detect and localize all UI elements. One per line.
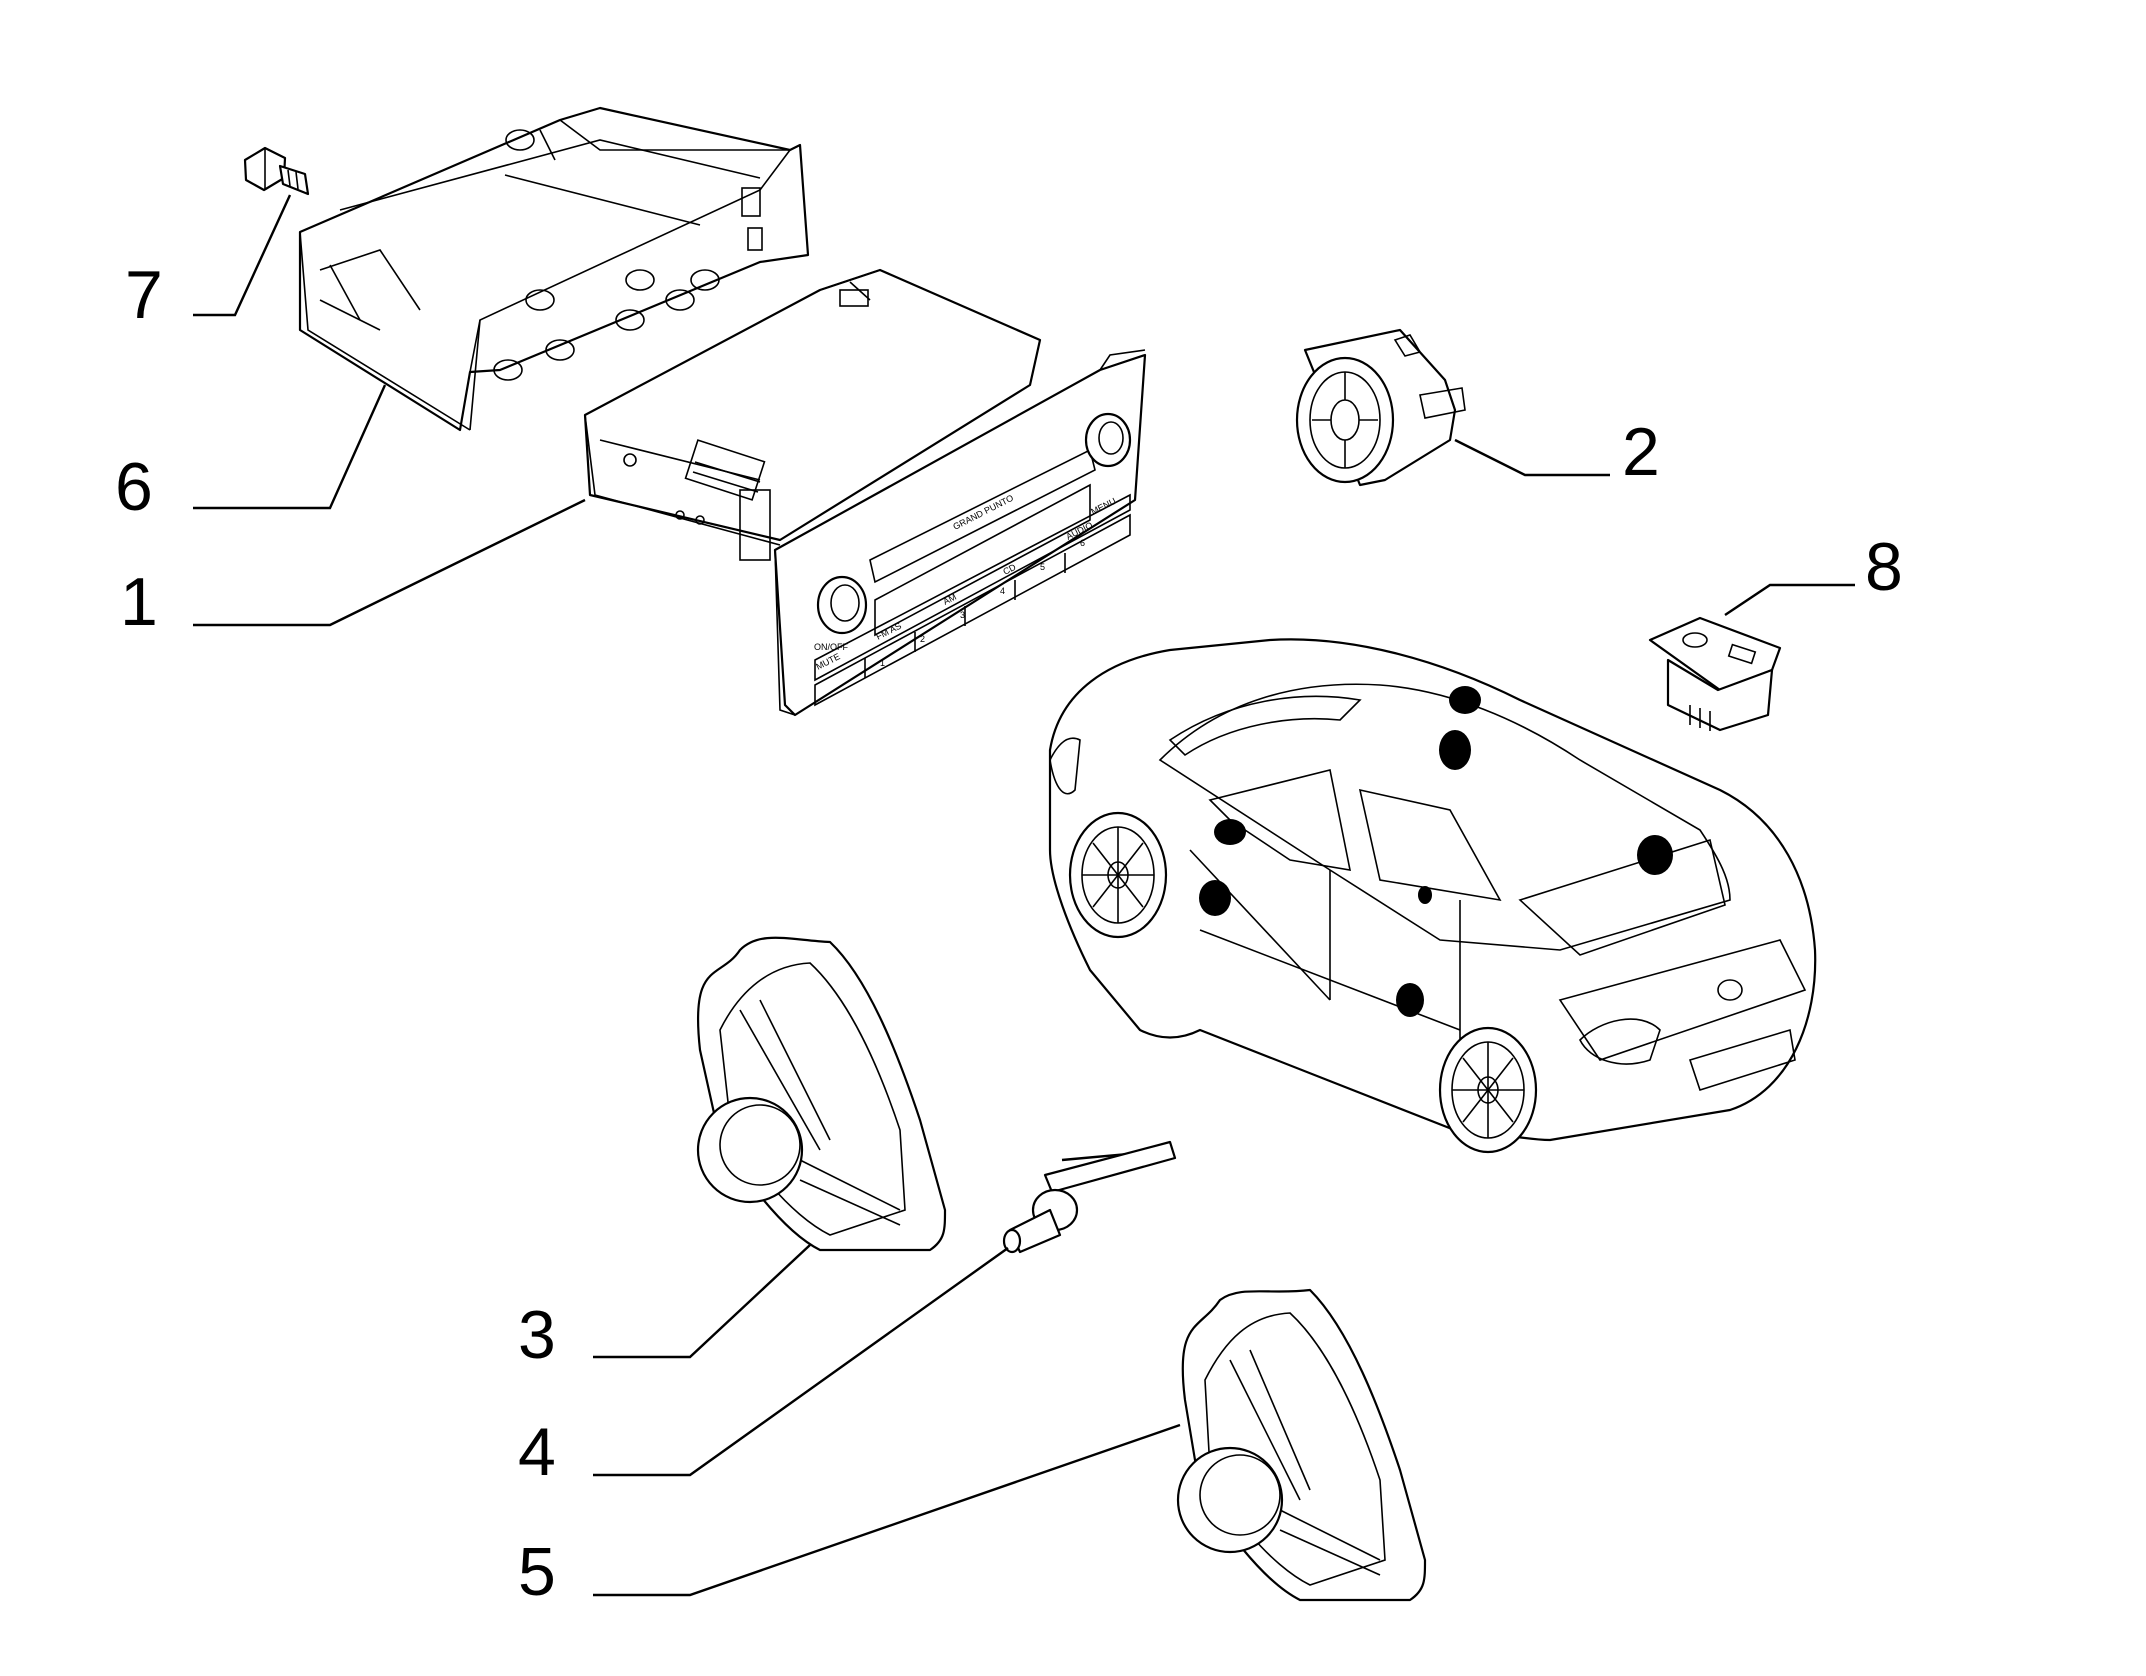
callout-3: 3 — [518, 1297, 556, 1373]
preset-3-label: 3 — [960, 610, 965, 620]
preset-4-label: 4 — [1000, 586, 1005, 596]
speaker-location-markers — [1199, 686, 1673, 1017]
car-radio-unit: GRAND PUNTO ON/OFF MUTE FM AS AM CD AUDI… — [583, 268, 1147, 717]
front-wheel — [1068, 811, 1168, 939]
rear-wheel — [1438, 1026, 1538, 1154]
callout-1: 1 — [120, 564, 158, 640]
preset-2-label: 2 — [920, 634, 925, 644]
rear-door-speaker — [1176, 1288, 1427, 1602]
preset-1-label: 1 — [880, 658, 885, 668]
callout-2: 2 — [1622, 414, 1660, 490]
radio-preset-labels: 1 2 3 4 5 6 — [880, 538, 1085, 668]
radio-vent-grille — [684, 439, 766, 501]
leader-lines — [193, 194, 1855, 1597]
radio-onoff-label: ON/OFF — [814, 642, 848, 652]
preset-5-label: 5 — [1040, 562, 1045, 572]
callout-6: 6 — [115, 449, 153, 525]
callout-8: 8 — [1865, 529, 1903, 605]
tuning-knob — [1084, 412, 1132, 468]
car-sedan-illustration — [1048, 638, 1817, 1154]
callout-5: 5 — [518, 1534, 556, 1610]
tweeter-speaker — [1295, 328, 1466, 487]
callout-4: 4 — [518, 1414, 556, 1490]
screw — [243, 146, 310, 196]
aux-usb-socket — [1648, 616, 1782, 732]
preset-6-label: 6 — [1080, 538, 1085, 548]
volume-knob — [816, 575, 868, 635]
front-door-speaker — [696, 936, 947, 1252]
radio-mounting-cage — [298, 106, 810, 432]
callout-numbers: 7 6 1 2 8 3 4 5 — [115, 257, 1903, 1610]
rivet — [1002, 1140, 1177, 1254]
callout-7: 7 — [125, 257, 163, 333]
